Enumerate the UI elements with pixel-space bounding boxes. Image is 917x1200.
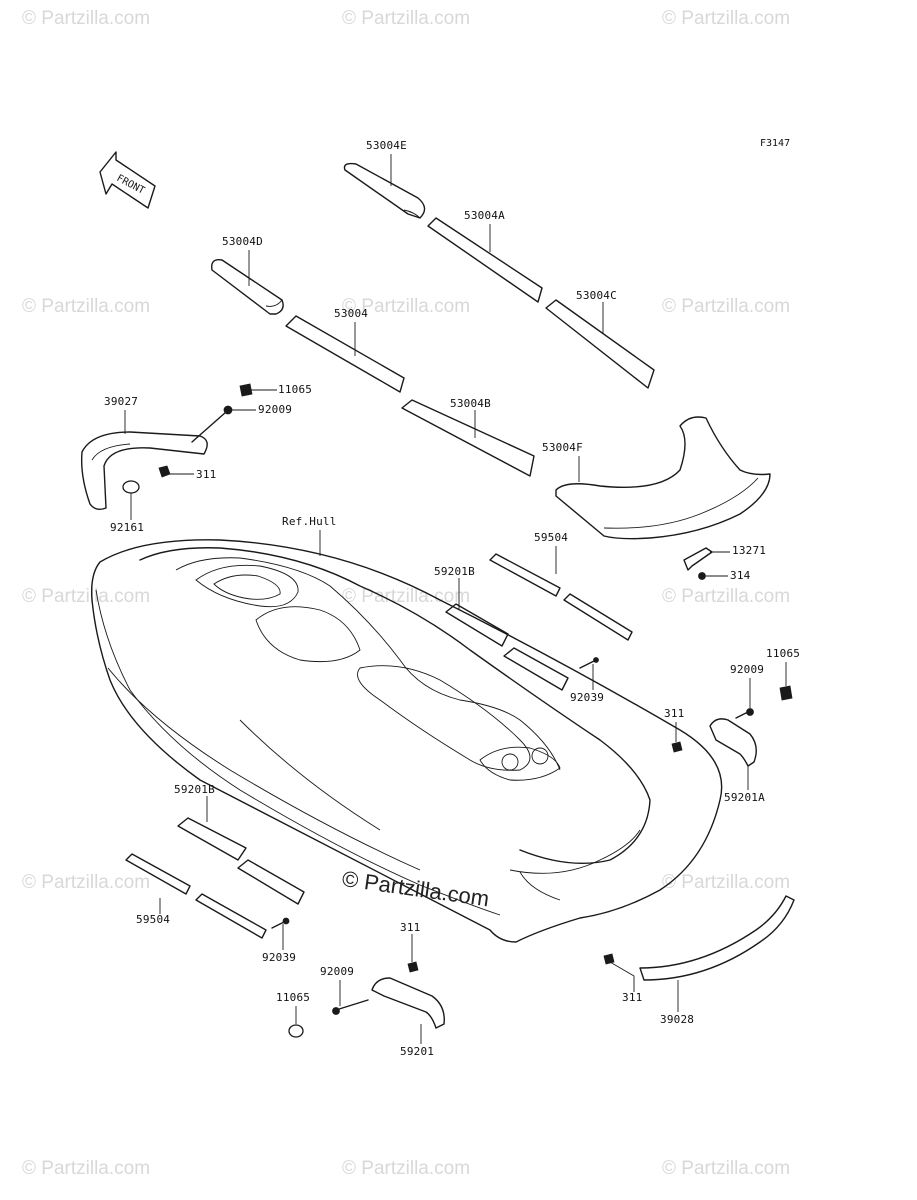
nut-311-bottom[interactable] (407, 961, 419, 973)
bolt-92009-bottom[interactable] (332, 999, 369, 1015)
watermark: © Partzilla.com (22, 872, 151, 893)
part-label-39028[interactable]: 39028 (660, 1013, 695, 1026)
part-label-311[interactable]: 311 (196, 468, 217, 481)
mat-53004B[interactable] (401, 399, 535, 477)
part-label-59201[interactable]: 59201 (400, 1045, 435, 1058)
guard-59201[interactable] (371, 977, 445, 1029)
watermark: © Partzilla.com (662, 8, 791, 29)
watermark: © Partzilla.com (342, 1158, 471, 1179)
hull-ref (90, 539, 723, 943)
part-label-53004F[interactable]: 53004F (542, 441, 583, 454)
part-label-59504[interactable]: 59504 (136, 913, 171, 926)
mat-53004E[interactable] (343, 162, 426, 219)
cap-11065-top[interactable] (239, 383, 253, 397)
part-label-59201A[interactable]: 59201A (724, 791, 765, 804)
watermark: © Partzilla.com (662, 872, 791, 893)
part-label-53004B[interactable]: 53004B (450, 397, 491, 410)
front-arrow-icon: FRONT (99, 151, 156, 209)
watermark: © Partzilla.com (342, 8, 471, 29)
part-label-11065[interactable]: 11065 (766, 647, 801, 660)
leader-lines (124, 154, 787, 1044)
cap-92161[interactable] (122, 480, 140, 494)
part-label-59504[interactable]: 59504 (534, 531, 569, 544)
figure-code: F3147 (760, 138, 791, 149)
part-label-53004A[interactable]: 53004A (464, 209, 505, 222)
part-label-314[interactable]: 314 (730, 569, 751, 582)
part-label-311[interactable]: 311 (622, 991, 643, 1004)
mat-53004F[interactable] (555, 416, 771, 540)
part-label-53004[interactable]: 53004 (334, 307, 369, 320)
part-label-311[interactable]: 311 (400, 921, 421, 934)
guard-59201A[interactable] (709, 718, 757, 767)
cap-11065-right[interactable] (779, 685, 793, 701)
watermark: © Partzilla.com (662, 296, 791, 317)
watermark: © Partzilla.com (22, 1158, 151, 1179)
bolt-92009-right[interactable] (735, 708, 754, 719)
nut-311-right[interactable] (671, 741, 683, 753)
bracket-13271[interactable] (683, 547, 713, 571)
part-label-92161[interactable]: 92161 (110, 521, 145, 534)
part-label-53004E[interactable]: 53004E (366, 139, 407, 152)
part-label-92039[interactable]: 92039 (570, 691, 605, 704)
screw-92039-bottom[interactable] (271, 917, 290, 929)
part-label-11065[interactable]: 11065 (278, 383, 313, 396)
watermark: © Partzilla.com (662, 586, 791, 607)
rail-59504-left-bottom[interactable] (125, 853, 267, 939)
watermark: © Partzilla.com (22, 8, 151, 29)
part-label-11065[interactable]: 11065 (276, 991, 311, 1004)
mat-53004A[interactable] (427, 217, 543, 303)
part-label-ref-hull: Ref.Hull (282, 515, 337, 528)
part-label-92039[interactable]: 92039 (262, 951, 297, 964)
mat-53004C[interactable] (545, 299, 655, 389)
part-label-53004C[interactable]: 53004C (576, 289, 617, 302)
part-label-59201B[interactable]: 59201B (174, 783, 215, 796)
part-label-13271[interactable]: 13271 (732, 544, 767, 557)
cap-11065-bottom[interactable] (288, 1024, 304, 1038)
guard-59201B-top[interactable] (445, 603, 569, 691)
mat-53004[interactable] (285, 315, 405, 393)
part-label-39027[interactable]: 39027 (104, 395, 139, 408)
clip-314[interactable] (698, 572, 706, 580)
rail-59504-right-top[interactable] (489, 553, 633, 641)
watermark: © Partzilla.com (662, 1158, 791, 1179)
bumper-39027[interactable] (80, 431, 208, 511)
rail-39028[interactable] (639, 895, 795, 981)
mat-53004D[interactable] (211, 259, 284, 315)
part-label-92009[interactable]: 92009 (320, 965, 355, 978)
watermark: © Partzilla.com (22, 586, 151, 607)
nut-311-lower-right[interactable] (603, 953, 615, 965)
watermark: © Partzilla.com (342, 296, 471, 317)
nut-311-top[interactable] (158, 465, 171, 478)
watermark: © Partzilla.com (22, 296, 151, 317)
part-label-92009[interactable]: 92009 (730, 663, 765, 676)
guard-59201B-bottom[interactable] (177, 817, 305, 905)
part-label-311[interactable]: 311 (664, 707, 685, 720)
part-label-59201B[interactable]: 59201B (434, 565, 475, 578)
screw-92039-top[interactable] (579, 657, 599, 669)
bolt-92009-top[interactable] (191, 405, 233, 443)
part-label-53004D[interactable]: 53004D (222, 235, 263, 248)
part-label-92009[interactable]: 92009 (258, 403, 293, 416)
